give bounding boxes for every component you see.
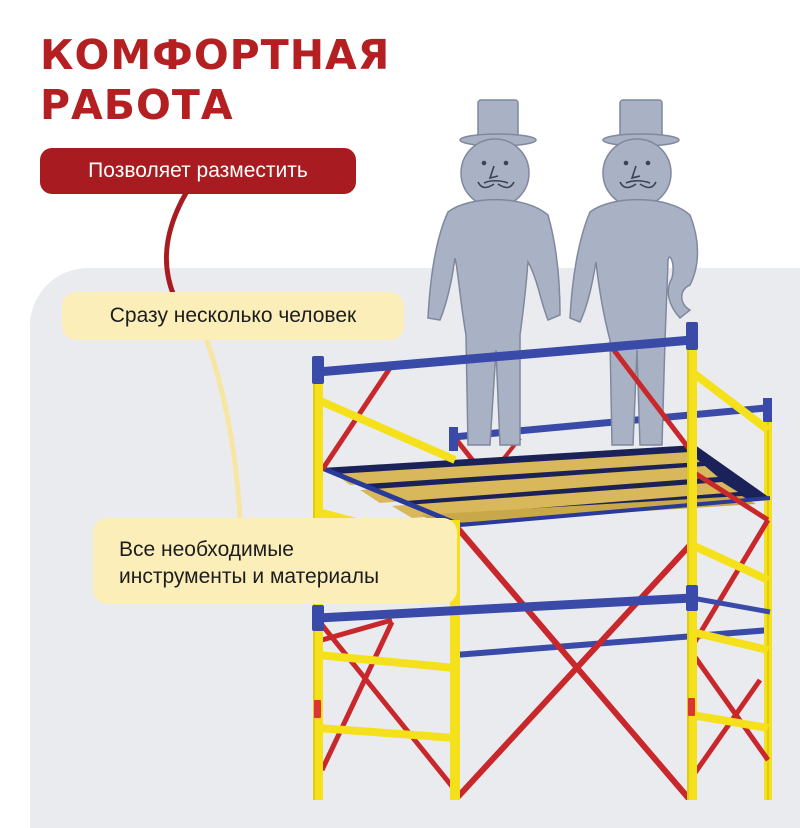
scene-illustration	[163, 99, 772, 800]
title-line-1: КОМФОРТНАЯ	[40, 31, 391, 79]
figure-right-face	[619, 160, 657, 189]
page-title: КОМФОРТНАЯ РАБОТА	[40, 30, 390, 130]
callout-item-tools-line-2: инструменты и материалы	[119, 565, 380, 588]
platform-deck	[321, 445, 771, 528]
callout-item-tools-line-1: Все необходимые	[119, 538, 294, 561]
connector-red-line	[163, 190, 189, 299]
figure-right	[569, 99, 699, 446]
callout-primary: Позволяет разместить	[40, 148, 356, 194]
callout-item-tools: Все необходимые инструменты и материалы	[93, 518, 457, 604]
figure-left-face	[477, 160, 515, 189]
callout-item-people: Сразу несколько человек	[62, 292, 404, 340]
connector-cream-line	[203, 335, 243, 525]
figure-left	[427, 99, 561, 446]
title-line-2: РАБОТА	[40, 81, 234, 129]
